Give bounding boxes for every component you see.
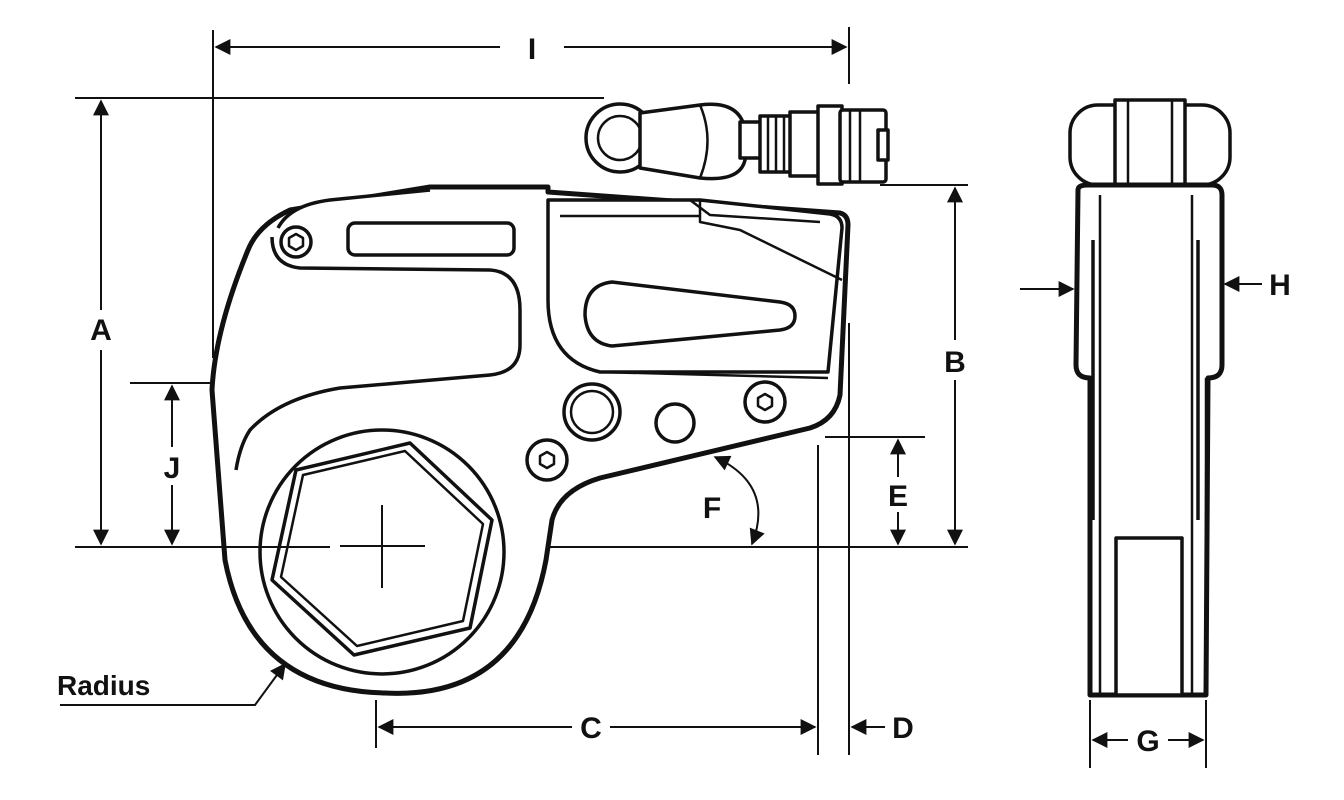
swivel-center: [1113, 98, 1187, 197]
teardrop-slot: [583, 280, 797, 348]
hole-small: [654, 402, 696, 444]
drive-square: [1114, 536, 1184, 697]
dimension-labels: I A J B E F C D G H Radius: [57, 33, 1291, 758]
label-radius: Radius: [57, 670, 150, 701]
label-C: C: [580, 712, 602, 745]
pivot-screw: [279, 225, 313, 259]
label-J: J: [164, 452, 181, 485]
label-B: B: [944, 346, 966, 379]
label-F: F: [703, 492, 721, 525]
hole-large: [562, 382, 622, 442]
side-view: [209, 102, 890, 696]
front-body: [1073, 182, 1225, 698]
label-G: G: [1136, 725, 1159, 758]
screw-right: [743, 380, 787, 424]
label-E: E: [888, 480, 908, 513]
swivel-fitting: [584, 102, 890, 186]
label-D: D: [892, 712, 914, 745]
dimension-lines: [60, 27, 968, 755]
cylinder-housing: [546, 198, 844, 374]
label-I: I: [528, 33, 536, 66]
label-slot: [346, 221, 516, 257]
screw-left: [525, 438, 569, 482]
arm-slot: [234, 236, 522, 471]
label-H: H: [1269, 269, 1291, 302]
label-A: A: [90, 314, 112, 347]
front-view: [1020, 98, 1262, 768]
